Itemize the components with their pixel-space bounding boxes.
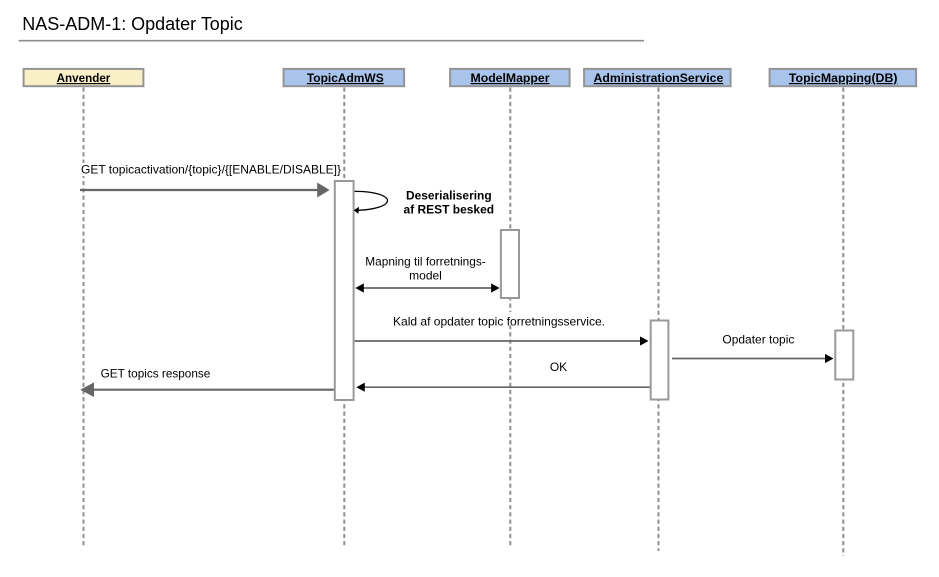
svg-text:OK: OK — [550, 360, 567, 374]
svg-text:Opdater topic: Opdater topic — [722, 333, 794, 347]
svg-text:NAS-ADM-1: Opdater Topic: NAS-ADM-1: Opdater Topic — [22, 13, 243, 34]
svg-text:TopicMapping(DB): TopicMapping(DB) — [789, 71, 898, 85]
svg-text:AdministrationService: AdministrationService — [594, 71, 724, 85]
svg-text:Deserialisering: Deserialisering — [406, 189, 492, 203]
svg-text:ModelMapper: ModelMapper — [471, 71, 550, 85]
svg-text:GET topicactivation/{topic}/{[: GET topicactivation/{topic}/{[ENABLE/DIS… — [81, 163, 341, 177]
svg-text:af REST besked: af REST besked — [404, 203, 495, 217]
svg-text:Kald af opdater topic forretni: Kald af opdater topic forretningsservice… — [393, 315, 605, 329]
svg-text:Anvender: Anvender — [57, 71, 111, 85]
svg-text:Mapning til forretnings-: Mapning til forretnings- — [365, 255, 485, 269]
svg-text:TopicAdmWS: TopicAdmWS — [307, 71, 384, 85]
svg-text:GET topics response: GET topics response — [101, 367, 211, 381]
svg-text:model: model — [409, 269, 442, 283]
